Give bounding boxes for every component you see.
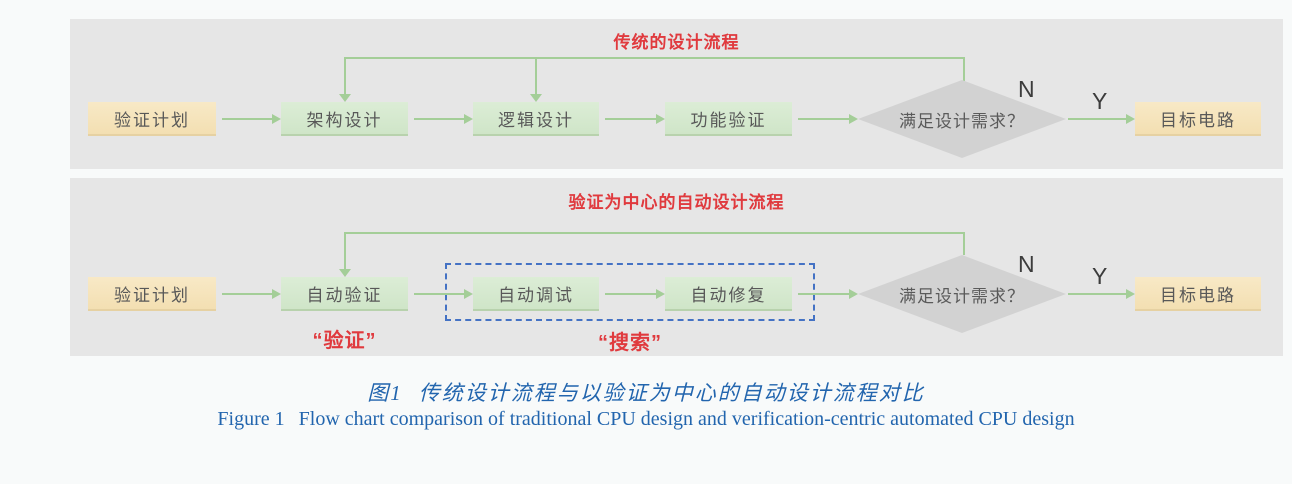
branch-label-yes: Y xyxy=(1092,263,1108,289)
arrow-arch-to-logic xyxy=(414,114,473,124)
arrowhead-into-auto-verification xyxy=(339,269,351,277)
arrow-func-to-decision xyxy=(798,114,858,124)
node-target-circuit: 目标电路 xyxy=(1135,102,1261,136)
node-auto-verification: 自动验证 xyxy=(281,277,408,311)
figure-caption-zh: 图1 传统设计流程与以验证为中心的自动设计流程对比 xyxy=(0,377,1292,407)
arrow-plan-to-arch xyxy=(222,114,281,124)
node-verification-plan: 验证计划 xyxy=(88,277,216,311)
feedback-line-mid xyxy=(535,57,537,95)
node-auto-debug: 自动调试 xyxy=(473,277,599,311)
branch-label-no: N xyxy=(1018,76,1035,102)
arrowhead-into-logic-design xyxy=(530,94,542,102)
traditional-flow-panel: 传统的设计流程 验证计划 架构设计 逻辑设计 功能验证 满足设计需求？ N Y … xyxy=(70,19,1283,169)
arrow-decision-to-target xyxy=(1068,289,1135,299)
node-target-circuit: 目标电路 xyxy=(1135,277,1261,311)
annotation-verification: “验证” xyxy=(312,330,377,352)
figure-number-zh: 图1 xyxy=(367,381,403,405)
decision-meets-requirements: 满足设计需求？ xyxy=(858,80,1066,158)
branch-label-yes: Y xyxy=(1092,88,1108,114)
branch-label-no: N xyxy=(1018,251,1035,277)
arrow-autorepair-to-decision xyxy=(798,289,858,299)
arrow-autodebug-to-autorepair xyxy=(605,289,665,299)
search-group-dashed-box xyxy=(445,263,815,321)
feedback-line-top xyxy=(344,57,965,59)
node-logic-design: 逻辑设计 xyxy=(473,102,599,136)
node-verification-plan: 验证计划 xyxy=(88,102,216,136)
arrow-logic-to-func xyxy=(605,114,665,124)
figure-caption-zh-text: 传统设计流程与以验证为中心的自动设计流程对比 xyxy=(418,381,925,405)
figure-number-en: Figure 1 xyxy=(217,408,285,430)
arrow-plan-to-autoverify xyxy=(222,289,281,299)
feedback-line-left xyxy=(344,232,346,269)
node-functional-verification: 功能验证 xyxy=(665,102,792,136)
node-auto-repair: 自动修复 xyxy=(665,277,792,311)
annotation-search: “搜索” xyxy=(598,332,662,354)
feedback-line-top xyxy=(344,232,965,234)
arrow-autoverify-to-autodebug xyxy=(414,289,473,299)
arrow-decision-to-target xyxy=(1068,114,1135,124)
figure-caption-en-text: Flow chart comparison of traditional CPU… xyxy=(298,408,1075,430)
node-architecture-design: 架构设计 xyxy=(281,102,408,136)
automated-flow-title: 验证为中心的自动设计流程 xyxy=(568,193,785,212)
feedback-line-from-decision xyxy=(963,57,965,81)
feedback-line-from-decision xyxy=(963,232,965,255)
figure-caption-en: Figure 1 Flow chart comparison of traditi… xyxy=(0,408,1292,431)
arrowhead-into-arch-design xyxy=(339,94,351,102)
automated-flow-panel: 验证为中心的自动设计流程 验证计划 自动验证 自动调试 自动修复 满足设计需求？… xyxy=(70,178,1283,356)
decision-meets-requirements: 满足设计需求？ xyxy=(858,255,1066,333)
traditional-flow-title: 传统的设计流程 xyxy=(613,33,740,52)
feedback-line-left xyxy=(344,57,346,95)
